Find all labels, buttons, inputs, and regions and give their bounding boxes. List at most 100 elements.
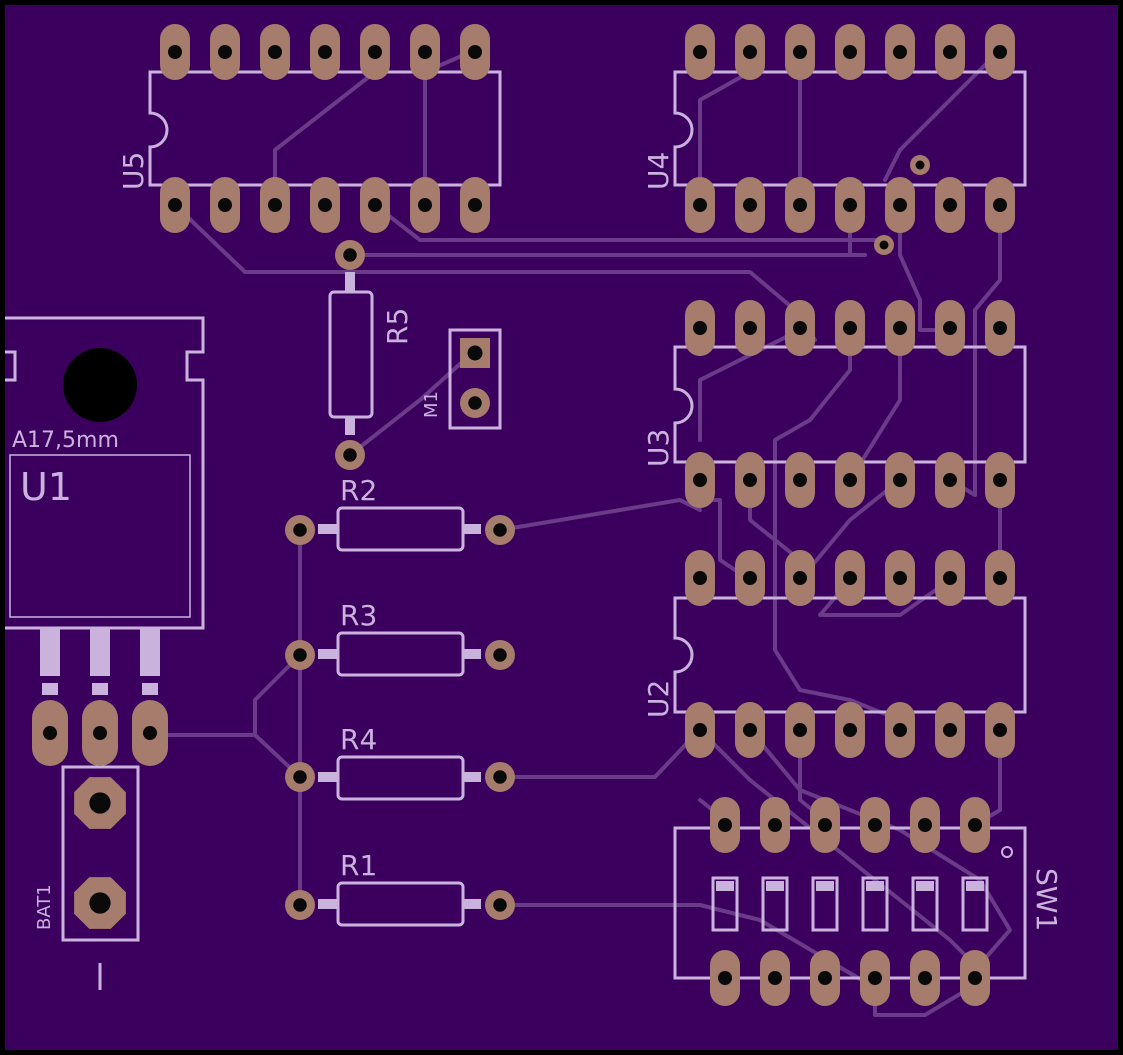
pad-hole — [893, 321, 907, 335]
switch-pin1-marker — [1001, 846, 1013, 858]
pad-hole — [218, 45, 232, 59]
pad-hole — [743, 571, 757, 585]
switch-toggle — [711, 876, 739, 932]
pad-hole — [793, 473, 807, 487]
trace — [498, 903, 872, 987]
switch-toggle — [961, 876, 989, 932]
pad-hole — [843, 723, 857, 737]
pad-hole — [943, 571, 957, 585]
switch-toggle-knob — [866, 881, 884, 891]
trace — [253, 653, 302, 779]
switch-toggle — [861, 876, 889, 932]
via-hole — [879, 240, 889, 250]
pad-hole — [89, 792, 111, 814]
pad-hole — [868, 818, 882, 832]
resistor-label: R2 — [340, 474, 377, 507]
dip-u3: U3 — [642, 345, 1027, 467]
resistor-lead — [318, 524, 338, 534]
switch-sw1: SW1 — [673, 826, 1063, 980]
pad-hole — [993, 45, 1007, 59]
pad-hole — [993, 723, 1007, 737]
pad-hole — [818, 818, 832, 832]
pad-hole — [743, 45, 757, 59]
battery-outline — [61, 765, 140, 942]
dip-outline — [148, 70, 502, 187]
switch-toggle — [911, 876, 939, 932]
trace — [498, 498, 702, 532]
resistor-lead — [463, 524, 481, 534]
via-hole — [915, 160, 925, 170]
pad-hole — [893, 45, 907, 59]
resistor-label: R4 — [340, 723, 377, 756]
pad-hole — [943, 45, 957, 59]
pad-hole — [268, 45, 282, 59]
pad-hole — [793, 198, 807, 212]
pad-hole — [268, 198, 282, 212]
regulator-notch — [5, 350, 17, 382]
resistor-lead — [318, 772, 338, 782]
resistor-label: R1 — [340, 849, 377, 882]
dip-label: U4 — [642, 152, 675, 190]
regulator-leg — [90, 628, 110, 676]
regulator-leg — [42, 683, 58, 695]
pad-hole — [993, 198, 1007, 212]
pad-hole — [918, 818, 932, 832]
switch-toggle-knob — [716, 881, 734, 891]
dip-outline — [673, 70, 1027, 187]
resistor-r2: R2 — [318, 474, 481, 552]
battery-bat1: BAT1 — [34, 765, 140, 990]
pad-hole — [693, 198, 707, 212]
header-m1: M1 — [421, 328, 502, 430]
pad-hole — [168, 45, 182, 59]
regulator-value-label: A17,5mm — [12, 428, 119, 453]
pad-hole — [768, 971, 782, 985]
resistor-lead — [463, 649, 481, 659]
pad-hole — [468, 45, 482, 59]
pad-hole — [743, 723, 757, 737]
pad-hole — [693, 45, 707, 59]
pad-hole — [743, 198, 757, 212]
pad-hole — [943, 473, 957, 487]
pad-hole — [293, 648, 307, 662]
trace — [883, 48, 1002, 182]
regulator-leg — [142, 683, 158, 695]
pad-hole — [843, 473, 857, 487]
pad-hole — [993, 473, 1007, 487]
pad-hole — [693, 321, 707, 335]
header-label: M1 — [421, 391, 442, 418]
switch-toggle — [761, 876, 789, 932]
switch-toggle-knob — [916, 881, 934, 891]
pad-hole — [693, 473, 707, 487]
pad-hole — [718, 971, 732, 985]
regulator-u1: A17,5mm U1 — [5, 316, 205, 695]
pad-hole — [368, 45, 382, 59]
resistor-lead — [345, 417, 355, 435]
pad-hole — [368, 198, 382, 212]
switch-toggle-knob — [766, 881, 784, 891]
regulator-leg — [40, 628, 60, 676]
pad-hole — [843, 45, 857, 59]
board-substrate — [5, 5, 1118, 1050]
pad-hole — [493, 523, 507, 537]
pad-hole — [793, 723, 807, 737]
resistor-lead — [463, 772, 481, 782]
pad-hole — [793, 45, 807, 59]
resistor-label: R3 — [340, 599, 377, 632]
pad-hole — [93, 726, 107, 740]
pad-hole — [893, 723, 907, 737]
pad-hole — [943, 723, 957, 737]
pad-hole — [893, 198, 907, 212]
pad-hole — [743, 321, 757, 335]
pad-hole — [467, 345, 483, 361]
dip-u4: U4 — [642, 70, 1027, 190]
resistor-lead — [318, 899, 338, 909]
pad-hole — [918, 971, 932, 985]
pad-hole — [943, 198, 957, 212]
trace — [773, 328, 902, 722]
pad-hole — [693, 571, 707, 585]
pad-hole — [893, 571, 907, 585]
pad-hole — [943, 321, 957, 335]
dip-u2: U2 — [642, 596, 1027, 718]
regulator-ref-label: U1 — [20, 465, 72, 509]
trace — [948, 203, 1002, 497]
